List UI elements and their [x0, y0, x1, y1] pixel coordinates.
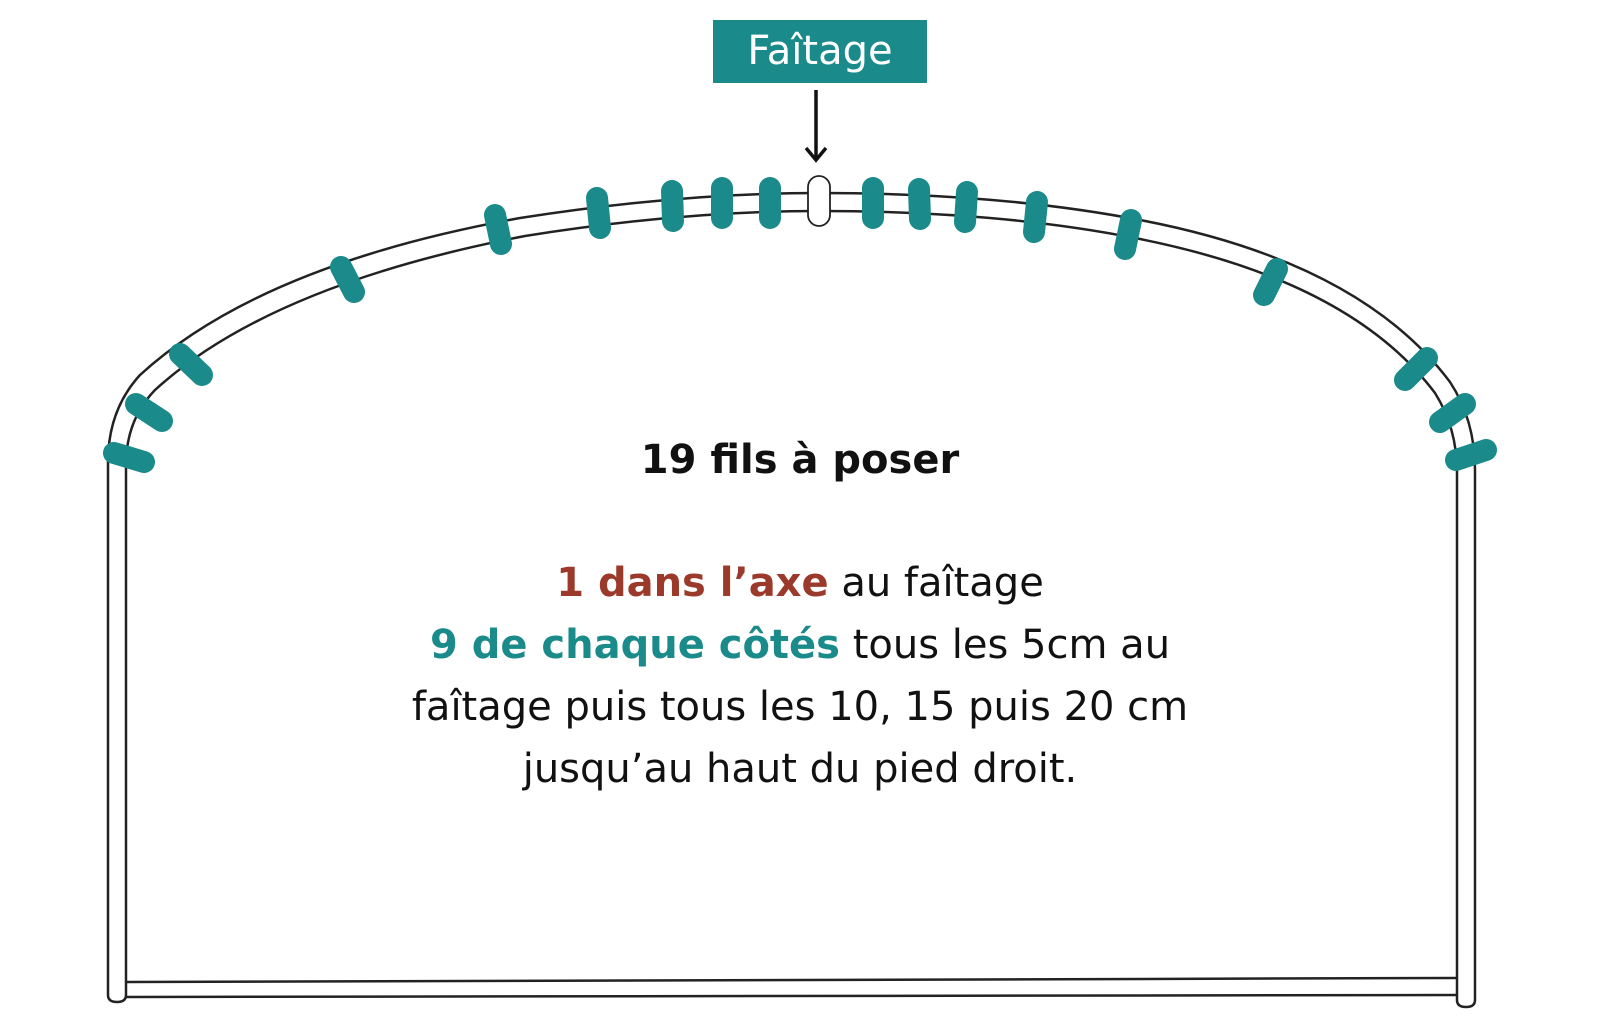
- instructions-text: 1 dans l’axe au faîtage 9 de chaque côté…: [300, 552, 1300, 800]
- wire-clip-left-4: [586, 187, 611, 239]
- ridge-arrow: [804, 90, 828, 163]
- wire-clip-left-3: [661, 180, 684, 232]
- sides-highlight: 9 de chaque côtés: [429, 622, 840, 668]
- wire-clip-right-6: [1253, 258, 1288, 306]
- instruction-line-2: 9 de chaque côtés tous les 5cm au: [300, 614, 1300, 676]
- ground-rail-top: [125, 976, 1458, 984]
- wire-clip-right-5: [1114, 209, 1142, 260]
- wire-clip-right-7: [1394, 347, 1438, 391]
- wire-clip-right-4: [1023, 191, 1048, 243]
- instruction-line-4: jusqu’au haut du pied droit.: [522, 746, 1078, 792]
- instruction-line-1: 1 dans l’axe au faîtage: [300, 552, 1300, 614]
- sides-rest: tous les 5cm au: [840, 622, 1171, 668]
- wire-clip-left-5: [484, 204, 512, 255]
- wire-clip-left-7: [169, 343, 213, 386]
- left-foot: [106, 994, 128, 1004]
- left-wire-clips: [103, 177, 781, 473]
- ground-rail-bottom: [125, 993, 1458, 999]
- ridge-label: Faîtage: [713, 20, 927, 83]
- axis-rest: au faîtage: [828, 560, 1044, 606]
- wire-count-title: 19 fils à poser: [640, 437, 960, 483]
- right-wire-clips: [862, 177, 1497, 471]
- wire-clip-left-6: [330, 256, 365, 303]
- axis-highlight: 1 dans l’axe: [556, 560, 829, 606]
- instruction-line-3: faîtage puis tous les 10, 15 puis 20 cm: [411, 684, 1189, 730]
- wire-clip-right-2: [908, 178, 931, 230]
- wire-clip-right-3: [954, 181, 978, 233]
- right-foot: [1455, 999, 1477, 1009]
- wire-clip-right-9: [1445, 439, 1497, 471]
- wire-clip-left-8: [125, 393, 173, 432]
- wire-clip-right-8: [1429, 393, 1476, 433]
- center-wire-clip: [807, 175, 831, 227]
- wire-clip-left-9: [103, 442, 155, 473]
